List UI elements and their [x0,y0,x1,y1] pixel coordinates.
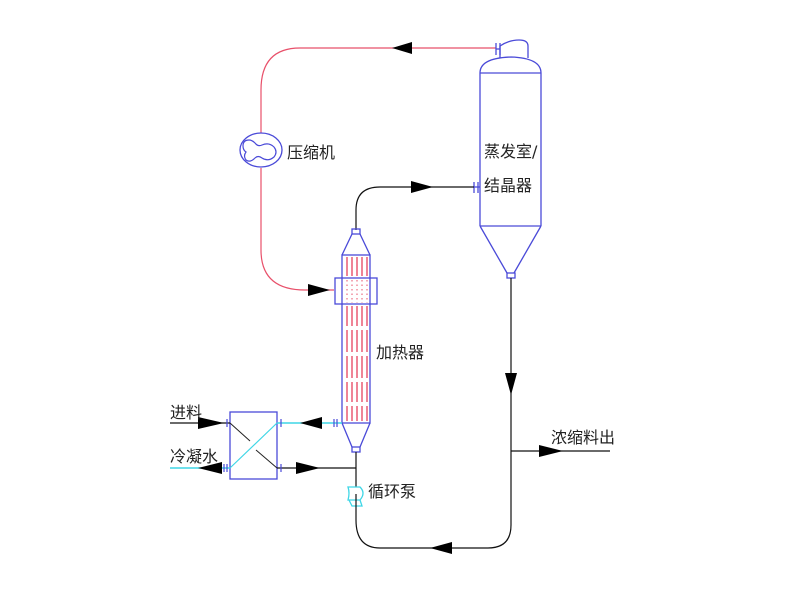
vapor-line [260,42,496,296]
feed-line: 进料 [170,403,230,429]
compressor: 压缩机 [239,132,335,168]
heater: 加热器 [334,228,424,453]
vessel-head [479,56,542,74]
condensate-out-line: 冷凝水 [170,447,230,474]
compressor-label: 压缩机 [287,143,335,162]
evaporator-label-line1: 蒸发室/ [484,142,538,161]
preheater [229,411,278,480]
bottom-flange [506,272,516,279]
arrow-left-icon [300,417,322,429]
preheated-feed-line [277,462,356,474]
vapor-pipe-top [260,47,496,133]
arrow-right-icon [539,445,563,457]
pump-label: 循环泵 [368,482,416,501]
arrow-left-icon [198,462,222,474]
arrow-right-icon [411,181,433,193]
arrow-left-icon [392,42,412,54]
heater-shell [341,254,371,424]
heater-label: 加热器 [376,343,424,362]
vapor-belt [334,277,378,305]
recirculation-line [355,278,517,554]
evaporator-label-line2: 结晶器 [484,176,532,195]
feed-label: 进料 [170,403,202,422]
condensate-label: 冷凝水 [170,447,218,466]
product-label: 浓缩料出 [551,428,615,447]
heater-to-evaporator-line [355,181,474,230]
arrow-right-icon [308,284,330,296]
arrow-right-icon [198,417,224,429]
vapor-dome [499,39,529,58]
product-outlet-line: 浓缩料出 [511,428,615,457]
heater-tubes [346,257,368,421]
arrow-left-icon [430,542,452,554]
vapor-pipe-to-heater [260,168,334,291]
circulation-pump: 循环泵 [347,482,416,507]
preheater-box [229,411,278,480]
condensate-return-line [277,417,342,429]
arrow-right-icon [296,462,320,474]
arrow-down-icon [505,373,517,395]
evaporator-vessel: 蒸发室/ 结晶器 [473,39,542,279]
